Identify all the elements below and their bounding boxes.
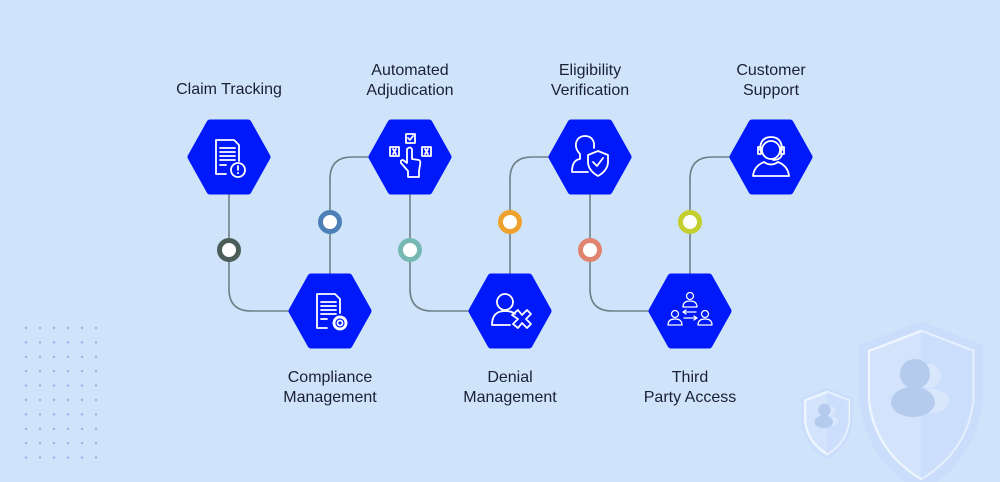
connector-line (589, 194, 649, 312)
connector-line (409, 194, 469, 312)
hexagon-node (187, 119, 271, 195)
node-label-line: Party Access (643, 389, 737, 406)
node-automated-adjudication (368, 119, 452, 195)
node-label-line: Automated (371, 62, 449, 79)
node-customer-support (729, 119, 813, 195)
document-alert-icon (215, 139, 246, 178)
node-label-line: Third (671, 369, 709, 386)
dot-grid-decoration (24, 326, 98, 459)
hexagon-node (288, 273, 372, 349)
hand-select-icon (389, 133, 432, 178)
connector-dot (398, 238, 422, 262)
connector-lines (228, 156, 730, 312)
node-eligibility-verification (548, 119, 632, 195)
node-label-line: Compliance (287, 369, 373, 386)
users-exchange-icon (667, 291, 713, 326)
connector-dot (498, 210, 522, 234)
node-label: Claim Tracking (139, 80, 319, 100)
node-label-line: Customer (736, 62, 806, 79)
node-label-line: Management (463, 389, 557, 406)
node-label-line: Support (742, 82, 800, 99)
node-label-line: Verification (550, 82, 630, 99)
headset-agent-icon (752, 136, 790, 177)
document-gear-icon (316, 293, 348, 331)
connector-line (509, 156, 549, 274)
node-compliance-management (288, 273, 372, 349)
node-third-party-access (648, 273, 732, 349)
connector-dot (217, 238, 241, 262)
hexagon-node (729, 119, 813, 195)
node-label-line: Claim Tracking (176, 81, 282, 98)
connector-dot (578, 238, 602, 262)
hexagon-node (648, 273, 732, 349)
user-shield-icon (571, 135, 609, 177)
hexagon-node (548, 119, 632, 195)
node-label-line: Management (283, 389, 377, 406)
connector-line (228, 194, 289, 312)
node-label-line: Eligibility (558, 62, 622, 79)
connector-dot (318, 210, 342, 234)
shield-users-icon-small (800, 387, 854, 461)
connector-line (329, 156, 369, 274)
shield-users-icon-large (859, 321, 983, 482)
node-label-line: Adjudication (366, 82, 454, 99)
connector-dot (678, 210, 702, 234)
node-denial-management (468, 273, 552, 349)
user-x-icon (491, 293, 532, 329)
node-label-line: Denial (487, 369, 533, 386)
node-claim-tracking (187, 119, 271, 195)
hexagon-node (368, 119, 452, 195)
connector-line (689, 156, 730, 274)
